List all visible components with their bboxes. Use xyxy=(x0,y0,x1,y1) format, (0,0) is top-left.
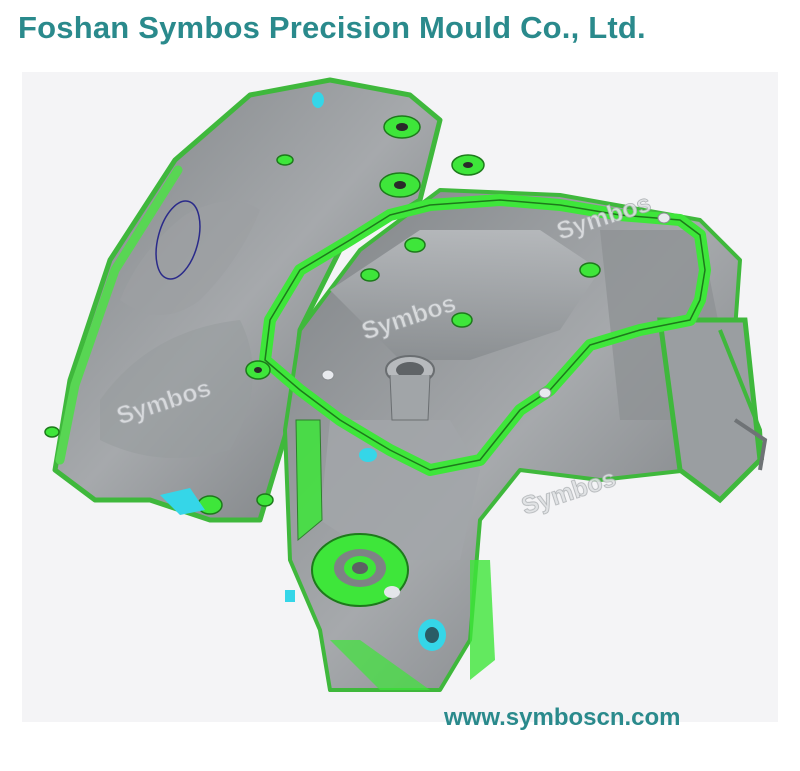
company-title: Foshan Symbos Precision Mould Co., Ltd. xyxy=(18,10,646,45)
website-url[interactable]: www.symboscn.com xyxy=(444,704,681,731)
front-boss xyxy=(311,533,409,607)
